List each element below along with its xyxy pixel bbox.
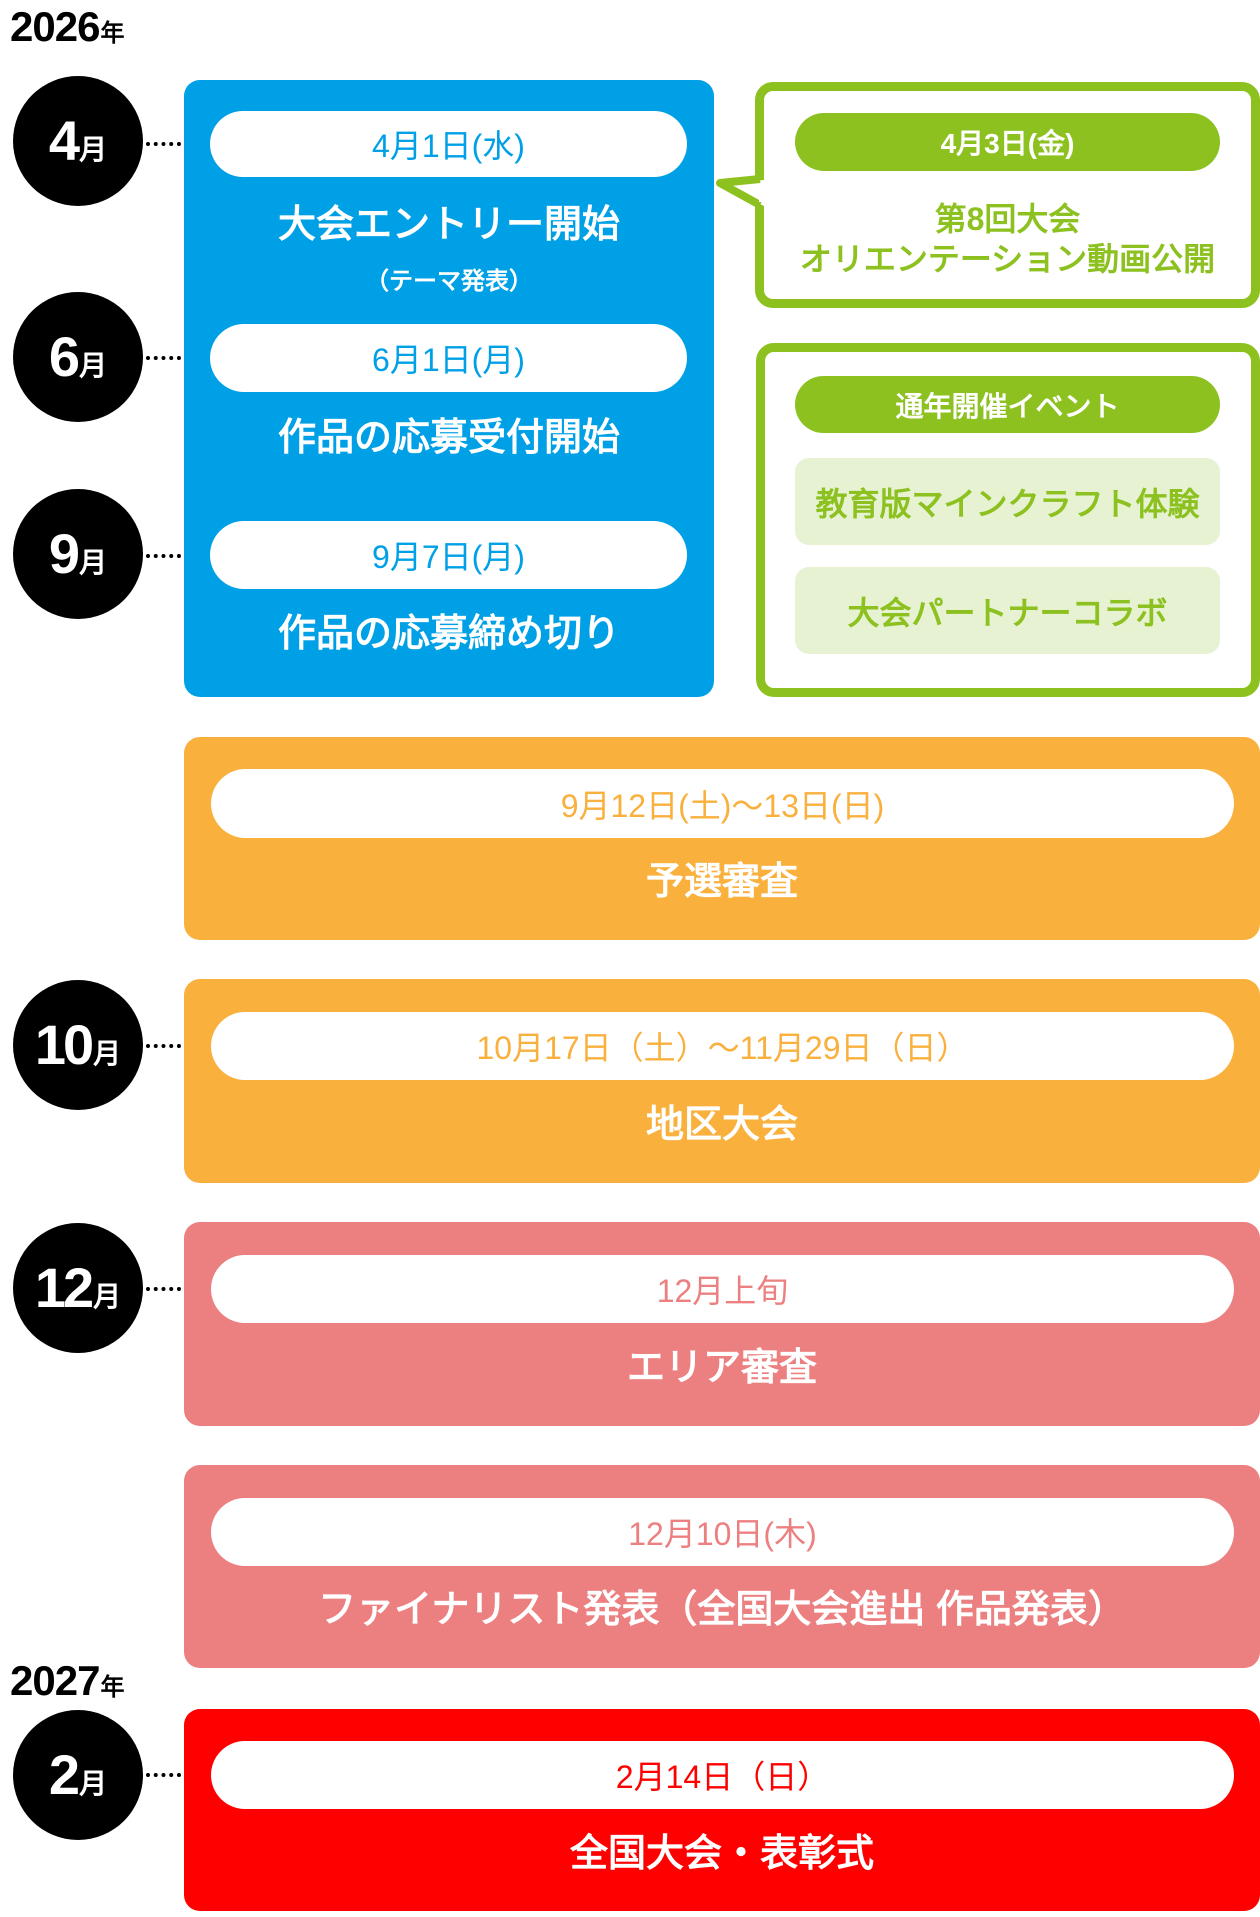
month-number: 6 [48,325,80,388]
event-title-submission-start: 作品の応募受付開始 [277,417,620,459]
month-number: 10 [34,1013,94,1076]
month-suffix: 月 [93,1038,122,1069]
dotted-connector [146,1773,212,1777]
orientation-line-1: 第8回大会 [934,201,1081,237]
stage-title-finalist: ファイナリスト発表（全国大会進出 作品発表） [318,1589,1126,1631]
stage-title-area-review: エリア審査 [626,1347,817,1389]
callout-tail-icon [716,175,766,209]
date-pill-submission-start: 6月1日(月) [210,324,687,392]
year-label-2026: 2026年 [10,3,124,50]
year-suffix: 年 [100,1674,124,1701]
orientation-line-2: オリエンテーション動画公開 [799,241,1216,277]
event-title-entry-start: 大会エントリー開始 [277,204,620,246]
dotted-connector [146,356,212,360]
month-suffix: 月 [79,350,108,381]
date-pill-preliminary: 9月12日(土)～13日(日) [211,769,1234,838]
date-pill-national: 2月14日（日） [211,1741,1234,1809]
month-number: 4 [48,109,80,172]
dotted-connector [146,1044,212,1048]
stage-title-preliminary: 予選審査 [645,861,798,903]
dotted-connector [146,554,212,558]
date-pill-finalist: 12月10日(木) [211,1498,1234,1566]
month-suffix: 月 [79,1768,108,1799]
stage-title-regional: 地区大会 [645,1104,798,1146]
date-pill-submission-deadline: 9月7日(月) [210,521,687,589]
year-number: 2027 [10,1657,100,1704]
event-subtitle-theme: （テーマ発表） [365,268,533,295]
yearround-item-minecraft: 教育版マインクラフト体験 [795,458,1220,545]
date-pill-regional: 10月17日（土）～11月29日（日） [211,1012,1234,1080]
stage-national-tournament [184,1709,1260,1911]
year-suffix: 年 [100,20,124,47]
stage-regional-tournament [184,979,1260,1183]
month-number: 12 [34,1256,94,1319]
stage-finalist-announcement [184,1465,1260,1668]
dotted-connector [146,142,212,146]
dotted-connector [146,1287,212,1291]
date-pill-entry-start: 4月1日(水) [210,111,687,177]
event-title-submission-deadline: 作品の応募締め切り [277,613,620,655]
month-suffix: 月 [93,1281,122,1312]
month-number: 9 [48,522,80,585]
yearround-header-pill: 通年開催イベント [795,376,1220,433]
year-label-2027: 2027年 [10,1657,124,1704]
year-number: 2026 [10,3,100,50]
month-suffix: 月 [79,134,108,165]
month-number: 2 [48,1743,80,1806]
date-pill-area-review: 12月上旬 [211,1255,1234,1323]
yearround-item-partner-collab: 大会パートナーコラボ [795,567,1220,654]
stage-preliminary-review [184,737,1260,940]
orientation-date-pill: 4月3日(金) [795,113,1220,171]
month-suffix: 月 [79,547,108,578]
stage-title-national: 全国大会・表彰式 [569,1833,874,1875]
stage-area-review [184,1222,1260,1426]
